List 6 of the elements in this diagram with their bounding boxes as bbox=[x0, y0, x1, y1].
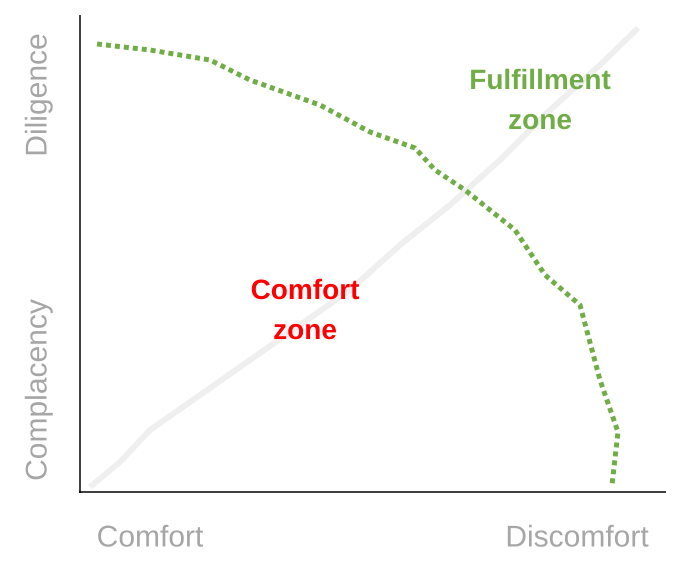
x-axis-label: Comfort bbox=[96, 520, 204, 556]
y-axis-label: Complacency bbox=[20, 299, 54, 481]
zone-label: Comfort zone bbox=[250, 273, 360, 347]
y-axis-label: Diligence bbox=[20, 33, 54, 157]
x-axis-label: Discomfort bbox=[505, 520, 649, 556]
zone-label: Fulfillment zone bbox=[468, 63, 612, 137]
